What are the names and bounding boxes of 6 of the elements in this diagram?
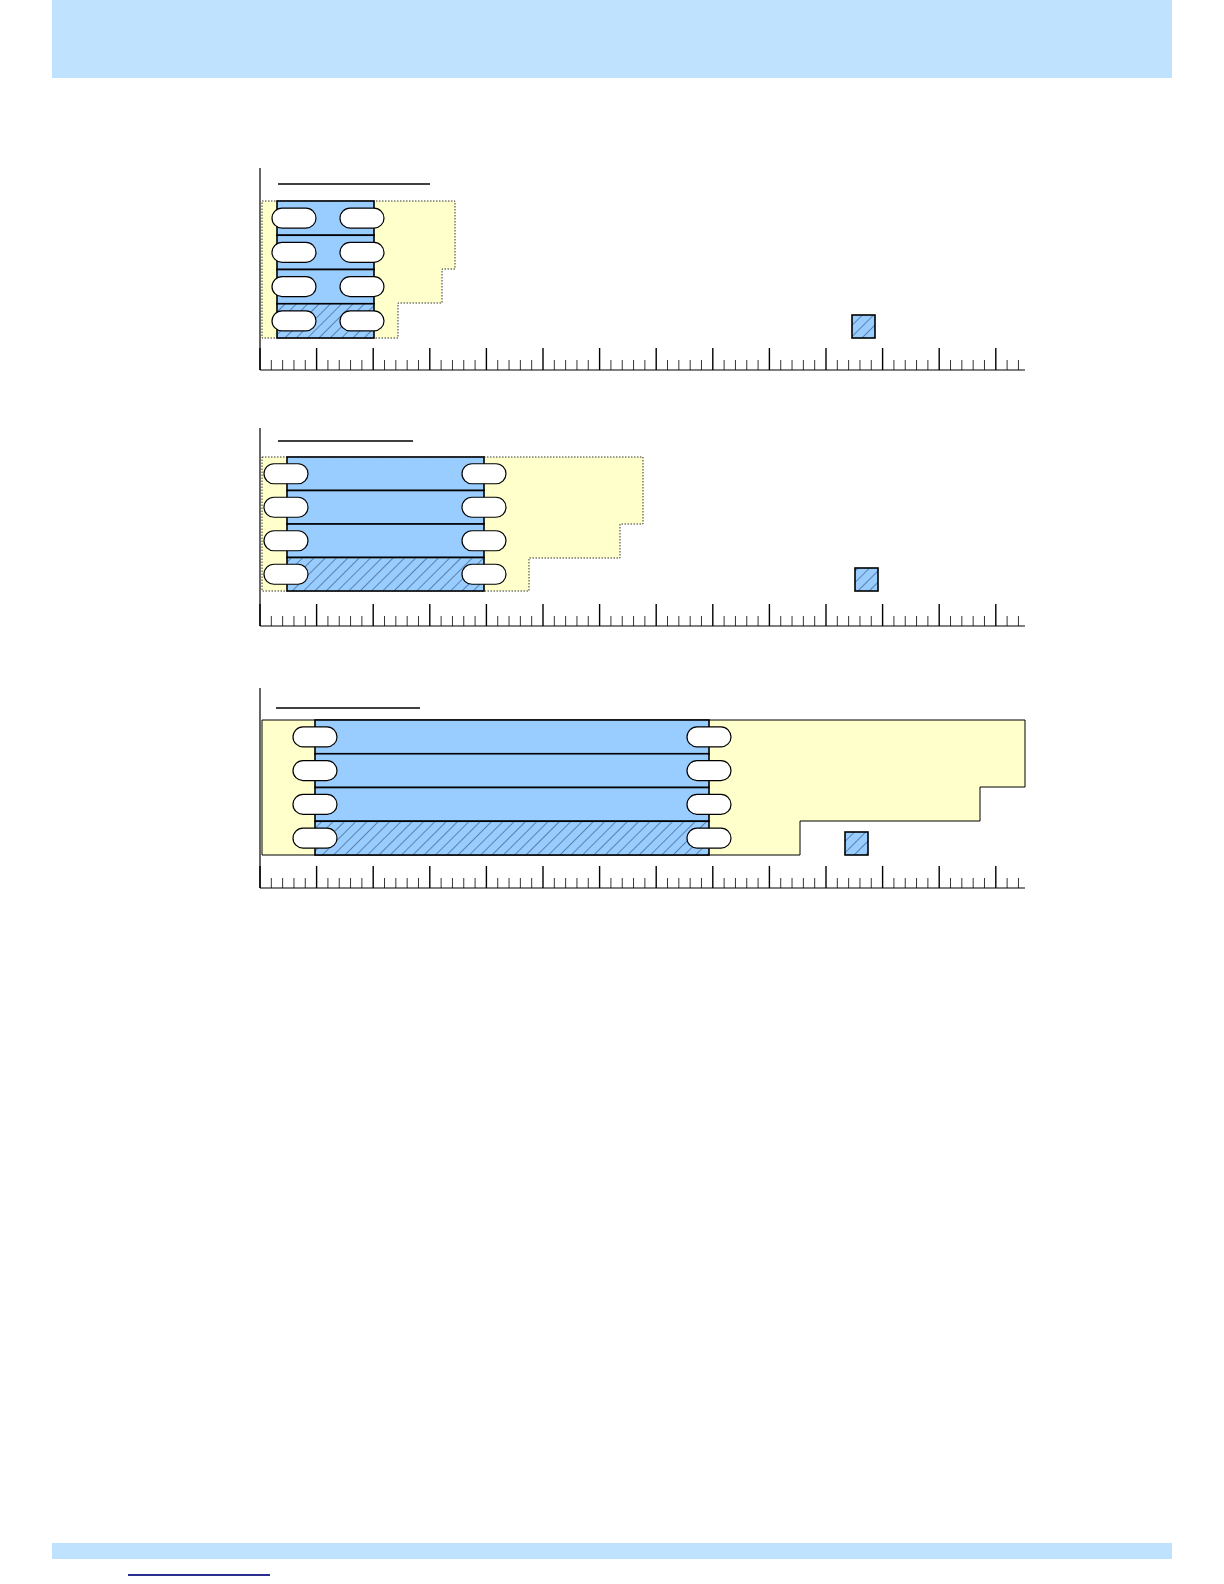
shaded-band <box>261 719 1026 856</box>
shaded-band <box>261 200 456 339</box>
hatched-square <box>854 567 879 592</box>
shaded-band <box>261 456 644 592</box>
hatched-square <box>844 831 869 856</box>
hatched-square <box>851 314 876 339</box>
